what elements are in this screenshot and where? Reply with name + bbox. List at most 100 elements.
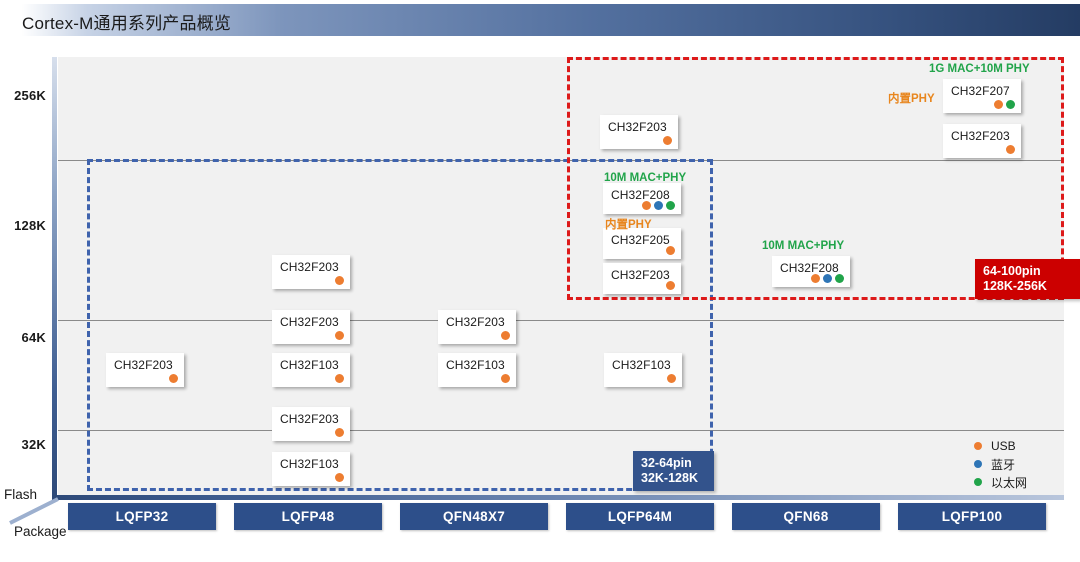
- region-box-32-64pin: [87, 159, 713, 491]
- callout-64-100pin: 64-100pin 128K-256K: [975, 259, 1080, 299]
- chip-label: CH32F103: [612, 358, 671, 372]
- gridline-2: [58, 430, 1064, 431]
- chip-feature-dots: [667, 374, 676, 383]
- chip-feature-dots: [811, 274, 844, 283]
- annotation-0: 1G MAC+10M PHY: [929, 63, 1030, 75]
- y-axis-title: Flash: [4, 487, 38, 502]
- annotation-2: 10M MAC+PHY: [604, 172, 687, 184]
- legend: USB 蓝牙以太网: [974, 437, 1027, 491]
- legend-label: 蓝牙: [991, 457, 1016, 472]
- callout-32-64pin: 32-64pin 32K-128K: [633, 451, 714, 491]
- usb-dot-icon: [169, 374, 178, 383]
- chip-label: CH32F208: [780, 261, 839, 275]
- chip-label: CH32F103: [446, 358, 505, 372]
- usb-dot-icon: [335, 331, 344, 340]
- callout-red-line1: 64-100pin: [983, 264, 1041, 278]
- x-axis-title: Package: [14, 524, 67, 539]
- legend-label: USB: [991, 439, 1016, 453]
- chip-card-ch32f203[interactable]: CH32F203: [106, 353, 184, 387]
- region-box-64-100pin: [567, 57, 1064, 300]
- chip-label: CH32F207: [951, 84, 1010, 98]
- chip-card-ch32f103[interactable]: CH32F103: [438, 353, 516, 387]
- chip-card-ch32f103[interactable]: CH32F103: [604, 353, 682, 387]
- chip-card-ch32f203[interactable]: CH32F203: [600, 115, 678, 149]
- chip-feature-dots: [335, 331, 344, 340]
- y-tick-32K: 32K: [21, 437, 46, 452]
- chip-feature-dots: [663, 136, 672, 145]
- chip-card-ch32f208[interactable]: CH32F208: [603, 183, 681, 214]
- usb-dot-icon: [501, 374, 510, 383]
- chip-feature-dots: [666, 246, 675, 255]
- chip-feature-dots: [335, 276, 344, 285]
- chip-feature-dots: [994, 100, 1015, 109]
- y-axis-line: [52, 57, 57, 500]
- chip-label: CH32F203: [446, 315, 505, 329]
- usb-dot-icon: [994, 100, 1003, 109]
- usb-dot-icon: [811, 274, 820, 283]
- gridline-1: [58, 320, 1064, 321]
- chip-feature-dots: [642, 201, 675, 210]
- chip-label: CH32F203: [951, 129, 1010, 143]
- chip-feature-dots: [335, 374, 344, 383]
- usb-dot-icon: [335, 428, 344, 437]
- chip-card-ch32f208[interactable]: CH32F208: [772, 256, 850, 287]
- chip-label: CH32F203: [611, 268, 670, 282]
- legend-label: 以太网: [991, 475, 1028, 490]
- x-axis-line: [52, 495, 1064, 500]
- chip-card-ch32f207[interactable]: CH32F207: [943, 79, 1021, 113]
- package-tab-lqfp64m[interactable]: LQFP64M: [566, 503, 714, 530]
- ethernet-dot-icon: [835, 274, 844, 283]
- chip-card-ch32f203[interactable]: CH32F203: [272, 255, 350, 289]
- usb-dot-icon: [501, 331, 510, 340]
- chip-card-ch32f203[interactable]: CH32F203: [603, 263, 681, 294]
- y-tick-128K: 128K: [14, 218, 46, 233]
- chip-card-ch32f203[interactable]: CH32F203: [438, 310, 516, 344]
- chip-feature-dots: [169, 374, 178, 383]
- chip-label: CH32F203: [608, 120, 667, 134]
- chart-plot-area: [58, 57, 1064, 497]
- chip-feature-dots: [501, 331, 510, 340]
- chip-label: CH32F205: [611, 233, 670, 247]
- callout-red-line2: 128K-256K: [983, 279, 1047, 293]
- annotation-1: 内置PHY: [888, 93, 935, 105]
- usb-dot-icon: [667, 374, 676, 383]
- package-tab-lqfp48[interactable]: LQFP48: [234, 503, 382, 530]
- legend-item-以太网: 以太网: [974, 473, 1027, 491]
- chip-label: CH32F203: [280, 260, 339, 274]
- axis-origin-diagonal: [9, 497, 59, 525]
- chip-card-ch32f103[interactable]: CH32F103: [272, 452, 350, 486]
- package-tab-lqfp32[interactable]: LQFP32: [68, 503, 216, 530]
- chip-card-ch32f203[interactable]: CH32F203: [272, 407, 350, 441]
- chip-card-ch32f203[interactable]: CH32F203: [943, 124, 1021, 158]
- legend-dot-icon: [974, 442, 982, 450]
- legend-item-蓝牙: 蓝牙: [974, 455, 1027, 473]
- chip-feature-dots: [1006, 145, 1015, 154]
- bluetooth-dot-icon: [823, 274, 832, 283]
- package-tab-qfn68[interactable]: QFN68: [732, 503, 880, 530]
- chip-feature-dots: [335, 428, 344, 437]
- legend-item-USB: USB: [974, 437, 1027, 455]
- bluetooth-dot-icon: [654, 201, 663, 210]
- chip-card-ch32f205[interactable]: CH32F205: [603, 228, 681, 259]
- usb-dot-icon: [663, 136, 672, 145]
- legend-dot-icon: [974, 460, 982, 468]
- chip-card-ch32f203[interactable]: CH32F203: [272, 310, 350, 344]
- usb-dot-icon: [642, 201, 651, 210]
- callout-blue-line2: 32K-128K: [641, 471, 698, 485]
- package-tab-lqfp100[interactable]: LQFP100: [898, 503, 1046, 530]
- chip-label: CH32F203: [280, 315, 339, 329]
- chip-label: CH32F208: [611, 188, 670, 202]
- usb-dot-icon: [335, 374, 344, 383]
- chip-feature-dots: [335, 473, 344, 482]
- usb-dot-icon: [335, 276, 344, 285]
- chip-label: CH32F103: [280, 457, 339, 471]
- y-tick-256K: 256K: [14, 88, 46, 103]
- title-banner: [0, 4, 1080, 36]
- ethernet-dot-icon: [666, 201, 675, 210]
- y-tick-64K: 64K: [21, 330, 46, 345]
- callout-blue-line1: 32-64pin: [641, 456, 692, 470]
- legend-dot-icon: [974, 478, 982, 486]
- chip-feature-dots: [501, 374, 510, 383]
- chip-card-ch32f103[interactable]: CH32F103: [272, 353, 350, 387]
- package-tab-qfn48x7[interactable]: QFN48X7: [400, 503, 548, 530]
